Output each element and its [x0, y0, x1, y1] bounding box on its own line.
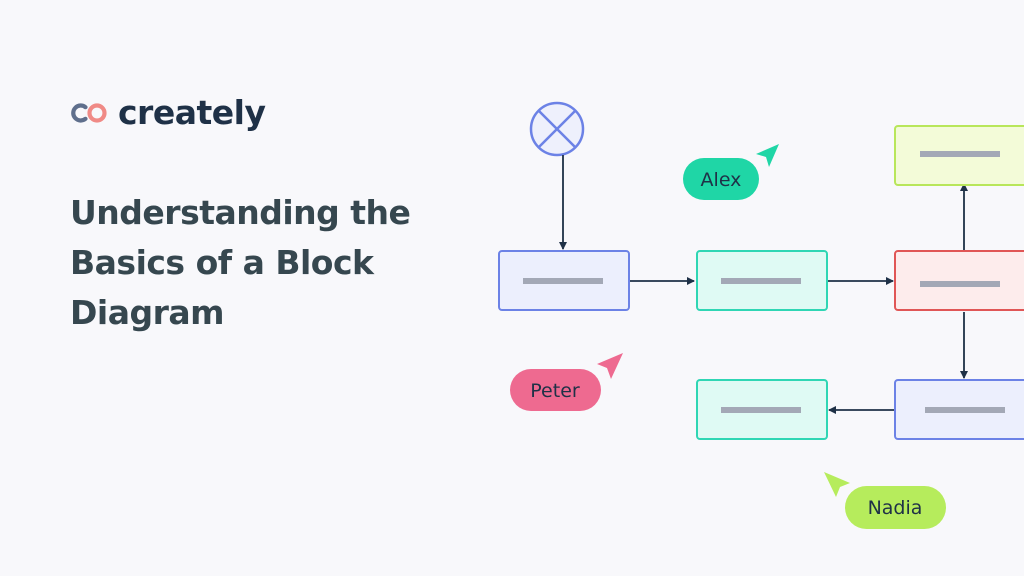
block-label-placeholder: [925, 407, 1005, 413]
title-line-1: Understanding the: [70, 193, 411, 232]
collaborator-cursor-peter: Peter: [510, 353, 623, 411]
block-label-placeholder: [721, 407, 801, 413]
block-feedback[interactable]: [894, 379, 1024, 440]
cursor-pointer-icon: [824, 472, 850, 497]
block-label-placeholder: [721, 278, 801, 284]
cursor-pointer-icon: [756, 144, 779, 167]
collaborator-cursor-alex: Alex: [683, 144, 779, 200]
collaborator-name: Nadia: [868, 497, 923, 519]
collaborator-name: Alex: [701, 169, 742, 191]
cursor-pointer-icon: [597, 353, 623, 379]
block-process[interactable]: [696, 250, 828, 311]
block-label-placeholder: [920, 151, 1000, 157]
page-title: Understanding the Basics of a Block Diag…: [70, 188, 470, 338]
title-line-2: Basics of a Block: [70, 243, 374, 282]
block-input[interactable]: [498, 250, 630, 311]
circle-x-icon[interactable]: [529, 101, 585, 157]
block-output[interactable]: [894, 125, 1024, 186]
collaborator-name: Peter: [530, 380, 580, 402]
creately-logo[interactable]: creately: [70, 92, 266, 134]
block-label-placeholder: [523, 278, 603, 284]
collaborator-cursor-nadia: Nadia: [824, 472, 946, 529]
brand-name: creately: [118, 93, 266, 132]
block-result[interactable]: [696, 379, 828, 440]
block-controller[interactable]: [894, 250, 1024, 311]
title-line-3: Diagram: [70, 293, 225, 332]
creately-logo-icon: [71, 103, 107, 123]
block-label-placeholder: [920, 281, 1000, 287]
